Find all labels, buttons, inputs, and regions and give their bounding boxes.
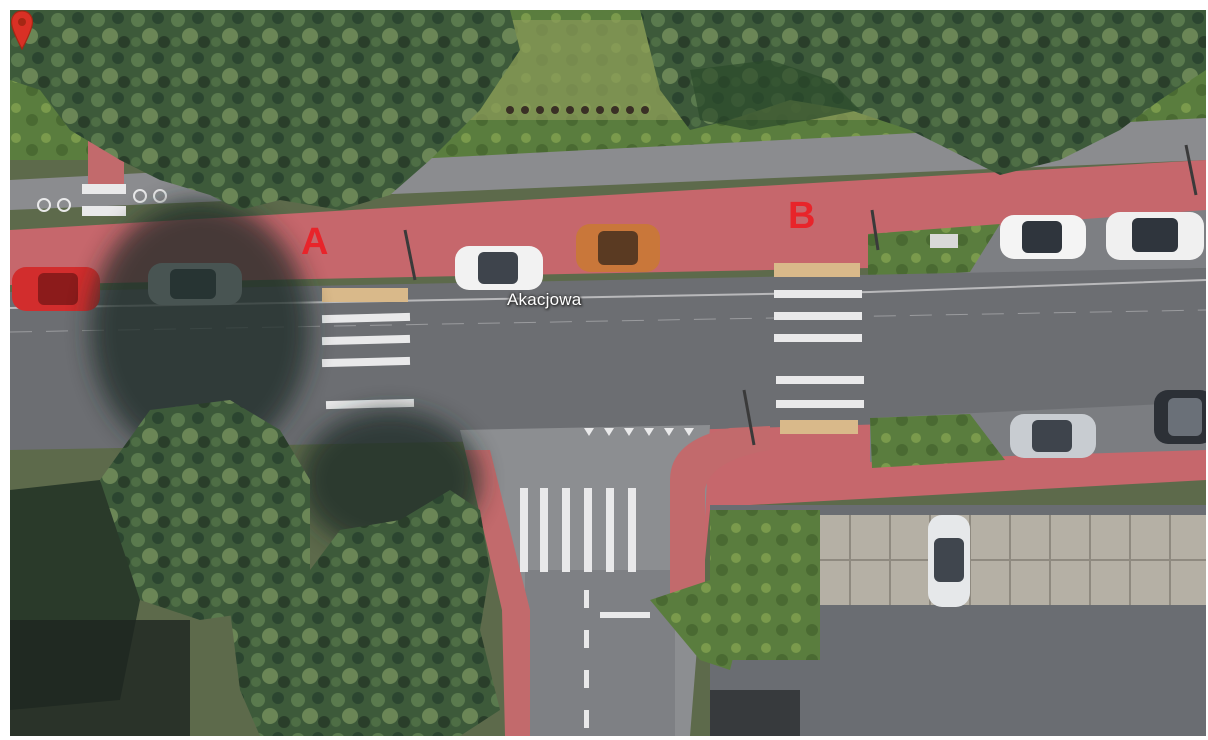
street-name-label[interactable]: Akacjowa [507, 290, 582, 309]
crosswalk-east [774, 290, 864, 408]
yield-markings [584, 428, 694, 436]
sign [930, 234, 958, 248]
crosswalk-west [321, 312, 415, 410]
sidewalk-west [465, 450, 530, 736]
tree-canopy-north [10, 10, 1206, 210]
bike-path-south [660, 415, 1206, 610]
tree-canopy-south [10, 400, 740, 736]
car-red [12, 267, 100, 311]
bike-lane-marking [37, 184, 167, 216]
map-pin-icon[interactable] [10, 10, 34, 50]
car-white-ne2 [1106, 212, 1204, 260]
bollard-row [506, 106, 649, 114]
car-dark-se [1154, 390, 1206, 444]
car-orange [576, 224, 660, 272]
satellite-map[interactable]: A B Akacjowa [10, 10, 1206, 736]
car-white-ne1 [1000, 215, 1086, 259]
bike-path-north [10, 160, 1206, 285]
grass-island-south [870, 414, 1005, 468]
car-white-lot [928, 515, 970, 607]
car-silver-se [1010, 414, 1096, 458]
point-b-label: B [788, 195, 816, 237]
car-white [455, 246, 543, 290]
grass-island-north [868, 224, 1000, 278]
crosswalk-south [520, 488, 636, 572]
map-imagery [10, 10, 1206, 736]
point-a-label: A [301, 221, 329, 263]
